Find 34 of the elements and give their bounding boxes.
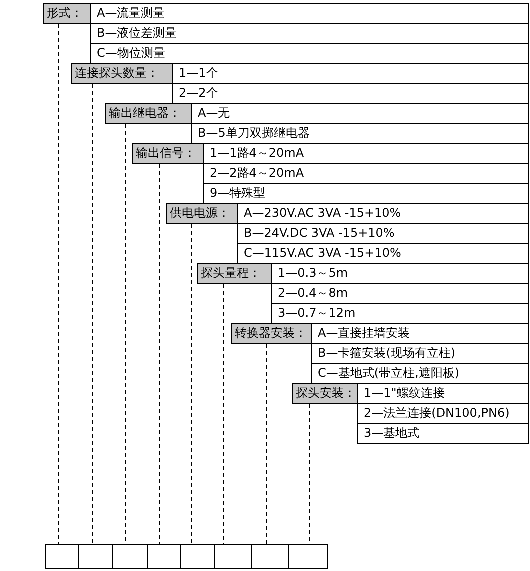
dashed-line	[92, 84, 94, 544]
code-entry-box	[147, 544, 181, 569]
code-entry-box	[180, 544, 215, 569]
dashed-line	[266, 344, 268, 544]
category-header: 输出继电器：	[105, 103, 192, 124]
option-row: 2—2路4～20mA	[203, 163, 529, 184]
option-row: C—基地式(带立柱,遮阳板)	[311, 363, 529, 384]
option-row: B—5单刀双掷继电器	[191, 123, 529, 144]
code-entry-box	[214, 544, 252, 569]
code-entry-box	[78, 544, 113, 569]
code-entry-box	[45, 544, 79, 569]
option-row: 3—0.7～12m	[271, 303, 529, 324]
option-row: B—液位差测量	[90, 23, 529, 44]
category-header: 形式：	[43, 3, 91, 24]
option-row: 2—2个	[172, 83, 529, 104]
dashed-line	[58, 24, 60, 544]
option-row: C—115V.AC 3VA -15+10%	[237, 243, 529, 264]
code-entry-box	[288, 544, 328, 569]
option-row: C—物位测量	[90, 43, 529, 64]
category-header: 探头安装：	[292, 383, 358, 404]
option-row: 2—法兰连接(DN100,PN6)	[357, 403, 529, 424]
code-entry-box	[251, 544, 289, 569]
category-header: 转换器安装：	[231, 323, 312, 344]
category-header: 探头量程：	[197, 263, 272, 284]
option-row: B—24V.DC 3VA -15+10%	[237, 223, 529, 244]
category-header: 供电电源：	[166, 203, 238, 224]
category-header: 连接探头数量：	[71, 63, 173, 84]
category-header: 输出信号：	[132, 143, 204, 164]
option-row: B—卡箍安装(现场有立柱)	[311, 343, 529, 364]
option-row: 9—特殊型	[203, 183, 529, 204]
option-row: 3—基地式	[357, 423, 529, 444]
option-row: A—流量测量	[90, 3, 529, 24]
option-row: 2—0.4～8m	[271, 283, 529, 304]
code-entry-box	[112, 544, 148, 569]
